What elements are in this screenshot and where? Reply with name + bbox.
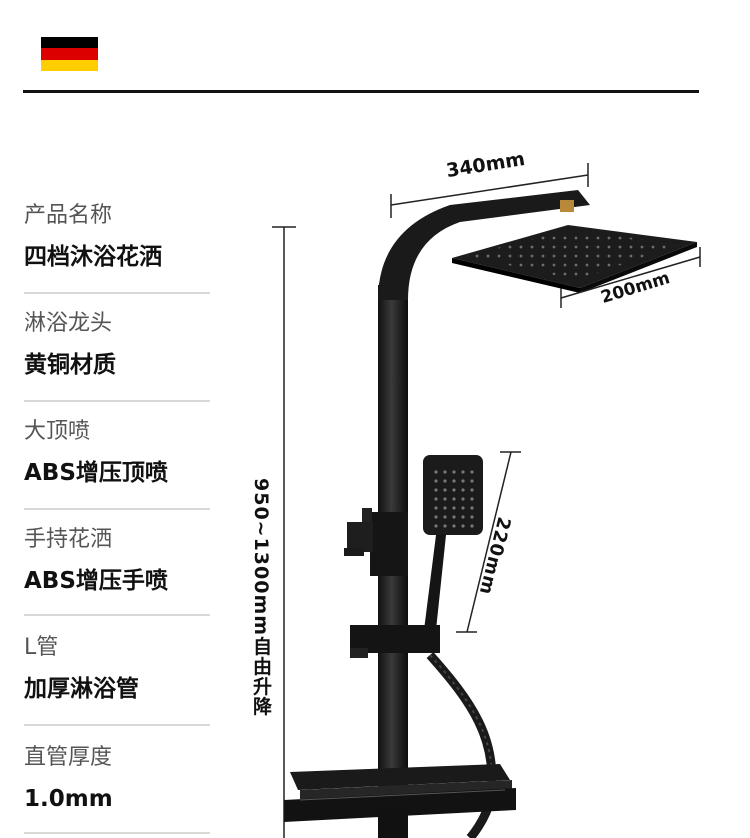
germany-flag-icon [41,37,98,71]
spec-value: ABS增压顶喷 [24,460,168,486]
spec-item-pipe-thickness: 直管厚度 1.0mm [24,744,210,834]
spec-value: 加厚淋浴管 [24,676,139,702]
spec-label: 手持花洒 [24,527,113,552]
spec-label: 直管厚度 [24,745,113,770]
height-dimension-line [272,226,296,838]
overhead-shower-head [452,225,697,293]
handheld-shower [423,455,483,630]
spec-divider [24,832,210,834]
spec-divider [24,292,210,294]
spec-value: ABS增压手喷 [24,568,168,594]
spec-value: 黄铜材质 [24,352,116,378]
spec-divider [24,724,210,726]
spec-label: 淋浴龙头 [24,311,113,336]
spec-divider [24,508,210,510]
height-dimension-label: 950~1300mm自由升降 [250,478,272,717]
spec-label: 产品名称 [24,203,113,228]
brass-joint [560,200,574,212]
spec-item-l-pipe: L管 加厚淋浴管 [24,634,210,726]
depth-dimension-line [560,247,701,308]
header-divider [23,90,699,93]
spec-value: 四档沐浴花洒 [24,244,162,270]
spec-label: 大顶喷 [24,419,91,444]
top-arm [378,190,590,300]
handheld-dimension-line [456,451,521,633]
width-dimension-line [390,163,589,218]
spec-item-faucet: 淋浴龙头 黄铜材质 [24,310,210,402]
spec-item-product-name: 产品名称 四档沐浴花洒 [24,202,210,294]
mixer-valve [344,508,408,576]
spec-item-handheld: 手持花洒 ABS增压手喷 [24,526,210,616]
spec-divider [24,614,210,616]
spec-label: L管 [24,635,59,660]
spec-item-top-spray: 大顶喷 ABS增压顶喷 [24,418,210,510]
spec-divider [24,400,210,402]
spec-value: 1.0mm [24,786,113,812]
slide-holder [350,625,440,658]
storage-shelf [284,764,516,838]
